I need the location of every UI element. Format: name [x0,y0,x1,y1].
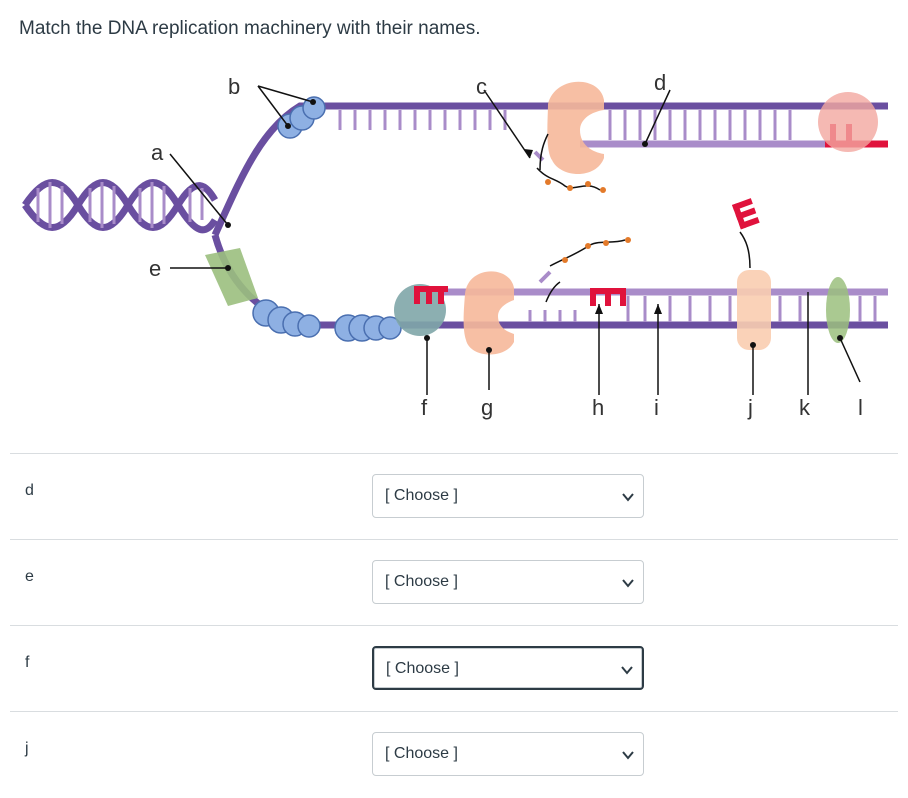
dna-ligase [826,277,850,343]
lower-ssb-proteins [252,299,402,342]
answer-select-d[interactable]: [ Choose ] [372,474,644,518]
primase [394,284,446,336]
label-l: l [858,395,863,420]
excised-primer [732,198,760,230]
helicase [205,248,258,306]
answer-select-f[interactable]: [ Choose ] [372,646,644,690]
select-value: [ Choose ] [386,660,459,677]
match-row-f: f [ Choose ] [10,625,898,712]
leading-polymerase [547,81,604,174]
match-row-e: e [ Choose ] [10,539,898,626]
lagging-polymerase [463,271,514,355]
label-pointers [169,85,861,395]
lower-template-strand [211,234,888,329]
free-nucleotides-upper [533,150,606,193]
label-h: h [592,395,604,420]
select-value: [ Choose ] [385,487,458,504]
label-a: a [151,140,164,165]
lagging-primer-near-primase [414,286,448,304]
row-label: e [25,568,34,585]
free-nucleotides-lower [538,237,631,284]
match-row-j: j [ Choose ] [10,711,898,798]
leading-primase-clamp [818,92,878,152]
row-label: j [25,740,29,757]
select-value: [ Choose ] [385,745,458,762]
upper-base-pairs [338,110,792,140]
chevron-down-icon [622,493,634,502]
label-k: k [799,395,811,420]
label-b: b [228,74,240,99]
row-label: f [25,654,30,671]
label-c: c [476,74,487,99]
chevron-down-icon [621,666,633,675]
match-row-d: d [ Choose ] [10,453,898,540]
label-d: d [654,70,666,95]
select-value: [ Choose ] [385,573,458,590]
label-j: j [747,395,753,420]
label-f: f [421,395,428,420]
answer-select-e[interactable]: [ Choose ] [372,560,644,604]
label-e: e [149,256,161,281]
answer-select-j[interactable]: [ Choose ] [372,732,644,776]
parental-dna-helix [22,179,219,234]
chevron-down-icon [622,579,634,588]
lagging-primer-h [590,288,626,306]
label-i: i [654,395,659,420]
pointer-dots [225,141,843,353]
pointer-arrowheads [524,149,662,314]
dna-polymerase-i [737,270,771,350]
row-label: d [25,482,34,499]
question-text: Match the DNA replication machinery with… [19,18,481,39]
dna-replication-diagram: a b c d e f g h i j k l [22,70,888,420]
chevron-down-icon [622,751,634,760]
label-g: g [481,395,493,420]
lower-base-pairs [528,296,877,322]
